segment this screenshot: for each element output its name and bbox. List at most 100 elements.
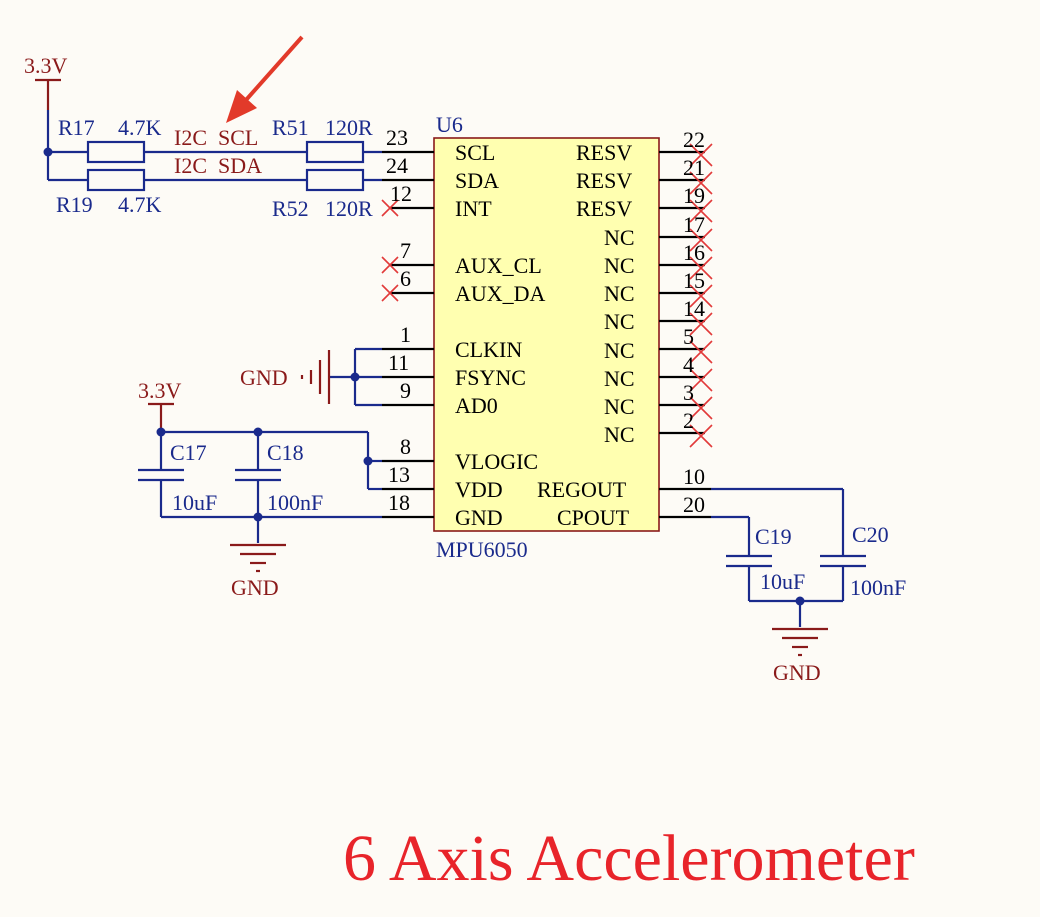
r19-ref: R19 — [56, 192, 93, 217]
r17-value: 4.7K — [118, 115, 162, 140]
pin-5-name: NC — [604, 338, 635, 363]
r51-value: 120R — [325, 115, 373, 140]
svg-text:2: 2 — [683, 408, 694, 433]
gnd-mid-label: GND — [231, 575, 279, 600]
pin-11-name: FSYNC — [455, 365, 526, 390]
r52-value: 120R — [325, 196, 373, 221]
c18-value: 100nF — [267, 490, 323, 515]
svg-text:23: 23 — [386, 125, 408, 150]
right-pins: RESV 22 RESV 21 RESV 19 NC 17 NC 16 NC 1… — [537, 127, 713, 530]
annotation-arrow — [226, 35, 304, 123]
capacitor-c17: C17 10uF — [138, 432, 217, 517]
svg-text:19: 19 — [683, 183, 705, 208]
pin-20-name: CPOUT — [557, 505, 630, 530]
pin-17-name: NC — [604, 225, 635, 250]
power-3v3-top-label: 3.3V — [24, 53, 68, 78]
gnd-symbol-right: GND — [772, 627, 828, 685]
chip-part: MPU6050 — [436, 537, 528, 562]
svg-text:18: 18 — [388, 490, 410, 515]
c19-ref: C19 — [755, 524, 792, 549]
pin-23: 23 SCL — [382, 125, 495, 165]
svg-text:24: 24 — [386, 153, 408, 178]
c20-ref: C20 — [852, 522, 889, 547]
gnd-right-label: GND — [773, 660, 821, 685]
chip-ref: U6 — [436, 112, 463, 137]
pin-1: 1 CLKIN — [382, 322, 522, 362]
svg-text:10: 10 — [683, 464, 705, 489]
r51-ref: R51 — [272, 115, 309, 140]
pin-14-name: NC — [604, 309, 635, 334]
svg-text:8: 8 — [400, 434, 411, 459]
c19-value: 10uF — [760, 569, 805, 594]
pin-18-name: GND — [455, 505, 503, 530]
svg-text:6: 6 — [400, 266, 411, 291]
svg-text:5: 5 — [683, 324, 694, 349]
svg-text:11: 11 — [388, 350, 409, 375]
page-title: 6 Axis Accelerometer — [343, 822, 915, 895]
svg-text:21: 21 — [683, 155, 705, 180]
c18-ref: C18 — [267, 440, 304, 465]
pin-12: 12 INT — [381, 181, 492, 221]
svg-text:1: 1 — [400, 322, 411, 347]
pin-13-name: VDD — [455, 477, 503, 502]
c17-value: 10uF — [172, 490, 217, 515]
svg-text:20: 20 — [683, 492, 705, 517]
net-label-scl: I2C SCL — [174, 125, 258, 150]
pin-10-name: REGOUT — [537, 477, 627, 502]
power-3v3-mid-label: 3.3V — [138, 378, 182, 403]
pin-19-name: RESV — [576, 196, 632, 221]
svg-text:15: 15 — [683, 268, 705, 293]
net-label-sda: I2C SDA — [174, 153, 262, 178]
pin-4-name: NC — [604, 366, 635, 391]
resistor-r19: R19 4.7K — [56, 168, 162, 217]
capacitor-c19: C19 10uF — [726, 517, 805, 601]
svg-text:16: 16 — [683, 240, 705, 265]
gnd-left-label: GND — [240, 365, 288, 390]
r19-value: 4.7K — [118, 192, 162, 217]
pin-24: 24 SDA — [382, 153, 499, 193]
power-3v3-top: 3.3V — [24, 53, 68, 110]
pin-7: 7 AUX_CL — [381, 238, 542, 278]
pin-6-name: AUX_DA — [455, 281, 546, 306]
pin-9: 9 AD0 — [382, 378, 498, 418]
gnd-symbol-mid: GND — [230, 543, 286, 600]
resistor-r51: R51 120R — [272, 115, 373, 164]
pin-7-name: AUX_CL — [455, 253, 542, 278]
svg-text:22: 22 — [683, 127, 705, 152]
pin-13: 13 VDD — [382, 462, 503, 502]
svg-text:4: 4 — [683, 352, 694, 377]
svg-text:13: 13 — [388, 462, 410, 487]
r17-ref: R17 — [58, 115, 95, 140]
c20-value: 100nF — [850, 575, 906, 600]
c17-ref: C17 — [170, 440, 207, 465]
pin-8-name: VLOGIC — [455, 449, 538, 474]
pin-3-name: NC — [604, 394, 635, 419]
svg-text:12: 12 — [390, 181, 412, 206]
svg-text:17: 17 — [683, 212, 705, 237]
pin-2-name: NC — [604, 422, 635, 447]
pin-18: 18 GND — [382, 490, 503, 530]
gnd-symbol-left: GND — [240, 350, 331, 404]
pin-1-name: CLKIN — [455, 337, 522, 362]
capacitor-c20: C20 100nF — [820, 489, 906, 601]
pin-8: 8 VLOGIC — [382, 434, 538, 474]
r52-ref: R52 — [272, 196, 309, 221]
power-3v3-mid: 3.3V — [138, 378, 182, 432]
pin-6: 6 AUX_DA — [381, 266, 546, 306]
chip-u6: U6 MPU6050 — [433, 112, 660, 562]
pin-21-name: RESV — [576, 168, 632, 193]
svg-text:7: 7 — [400, 238, 411, 263]
capacitor-c18: C18 100nF — [235, 432, 323, 543]
resistor-r52: R52 120R — [272, 168, 373, 221]
pin-16-name: NC — [604, 253, 635, 278]
pin-22-name: RESV — [576, 140, 632, 165]
pin-11: 11 FSYNC — [382, 350, 526, 390]
resistor-r17: R17 4.7K — [58, 115, 162, 164]
pin-24-name: SDA — [455, 168, 499, 193]
pin-9-name: AD0 — [455, 393, 498, 418]
svg-text:9: 9 — [400, 378, 411, 403]
svg-text:14: 14 — [683, 296, 705, 321]
pin-15-name: NC — [604, 281, 635, 306]
svg-text:3: 3 — [683, 380, 694, 405]
